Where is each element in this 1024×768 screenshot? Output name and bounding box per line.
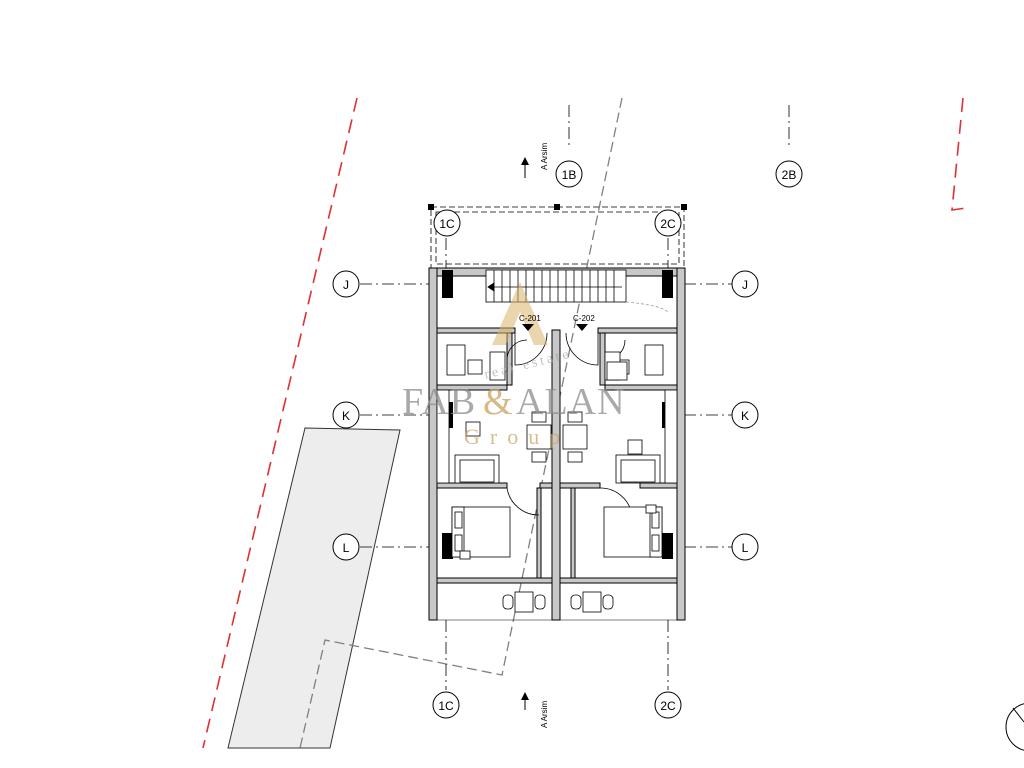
watermark-brand-amp: &: [483, 381, 514, 423]
column: [442, 270, 453, 298]
grid-bubble-labels: 1B 2B 1C 2C 1C 2C J J K K L L: [342, 168, 796, 713]
wall-closet-right: [570, 487, 576, 579]
grid-bubble-2c-top: [654, 209, 682, 237]
furniture-living: [436, 389, 678, 484]
column: [662, 270, 673, 298]
watermark-logo-mark: [492, 282, 548, 345]
outline-marker: [428, 204, 434, 210]
grid-label-l-right: L: [742, 541, 749, 555]
wall-bed-left-b: [539, 482, 553, 489]
section-marker-bottom: A Arsim: [521, 692, 549, 728]
grid-bubble-2c-bottom: [654, 691, 682, 719]
grid-bubble-1c-bottom: [432, 691, 460, 719]
section-label-bottom: A Arsim: [540, 701, 549, 728]
grid-label-1b: 1B: [562, 168, 577, 182]
wall-balcony-left: [436, 577, 553, 584]
grid-bubble-l-left: [332, 533, 360, 561]
furniture-bedroom: [451, 504, 663, 560]
upper-dashed-outline: [430, 206, 685, 270]
watermark-group: Group: [464, 424, 570, 449]
outline-marker: [681, 204, 687, 210]
road-strip: [227, 427, 401, 749]
grid-bubble-1c-top: [433, 209, 461, 237]
grid-label-j-right: J: [742, 278, 748, 292]
wall-bath-side-right: [599, 332, 606, 386]
room-tag-c202: C-202: [573, 314, 595, 323]
wall-bed-left: [436, 482, 508, 489]
grid-bubble-1b: [555, 160, 583, 188]
column: [442, 533, 453, 559]
property-boundary: [202, 97, 967, 749]
room-tag-marker: [522, 324, 534, 331]
grid-label-1c-bottom: 1C: [438, 699, 454, 713]
grid-label-j-left: J: [343, 278, 349, 292]
wall-upper-left: [436, 327, 516, 334]
wall-upper-right: [597, 327, 678, 334]
grid-bubble-l-right: [731, 533, 759, 561]
grid-bubble-k-right: [731, 401, 759, 429]
staircase: [485, 269, 627, 303]
north-arrow-icon: [1005, 703, 1024, 751]
section-cut-line: [299, 97, 623, 749]
grid-bubble-k-left: [332, 401, 360, 429]
property-line-left: [202, 97, 358, 749]
room-tag-marker: [576, 324, 588, 331]
stair-door-swing: [625, 301, 669, 313]
room-tags: C-201 C-202: [519, 314, 595, 331]
wall-left: [428, 267, 438, 621]
wall-right: [676, 267, 686, 621]
watermark-brand-left: FAB: [402, 381, 476, 423]
outline-marker: [554, 204, 560, 210]
balcony-railing: [429, 583, 685, 621]
grid-lines: [360, 105, 790, 690]
bathroom-fixtures: [446, 344, 664, 381]
room-tag-c201: C-201: [519, 314, 541, 323]
wall-bed-right-b: [639, 482, 678, 489]
grid-label-2b: 2B: [782, 168, 797, 182]
watermark-brand-right: ALAN: [516, 381, 626, 423]
property-line-right: [951, 97, 967, 211]
wall-center: [551, 329, 561, 621]
grid-bubble-2b: [775, 160, 803, 188]
wall-closet-left: [536, 487, 542, 579]
grid-label-k-left: K: [342, 409, 350, 423]
grid-bubbles: [332, 160, 803, 719]
wall-bath-left: [436, 384, 508, 391]
section-marker-top: A Arsim: [521, 143, 549, 178]
grid-bubble-j-right: [731, 270, 759, 298]
grid-label-k-right: K: [741, 409, 749, 423]
grid-bubble-j-left: [332, 270, 360, 298]
grid-label-l-left: L: [343, 541, 350, 555]
furniture-balcony: [502, 591, 614, 613]
grid-label-2c-bottom: 2C: [660, 699, 676, 713]
column: [662, 533, 673, 559]
grid-label-1c-top: 1C: [439, 217, 455, 231]
wall-bed-right: [559, 482, 601, 489]
wall-balcony-right: [559, 577, 678, 584]
grid-label-2c-top: 2C: [660, 217, 676, 231]
section-label-top: A Arsim: [540, 143, 549, 170]
wall-bath-right: [604, 384, 678, 391]
